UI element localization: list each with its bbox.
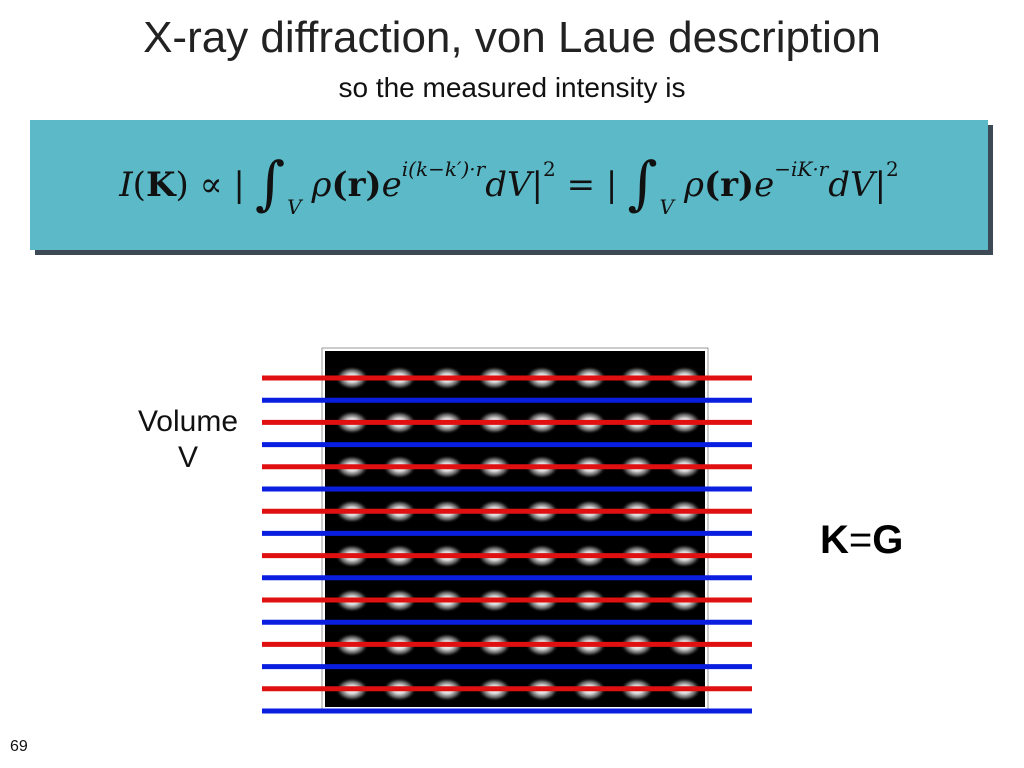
eq-e-2: e [754,165,775,205]
eq-dv-2: dV [828,165,875,205]
integral-sub-1: V [287,195,302,219]
eq-abs-1: | [531,165,544,205]
slide-title: X-ray diffraction, von Laue description [143,13,881,62]
page-number: 69 [10,738,28,755]
eq-exp-1: i(k−k′)·r [401,157,486,181]
eq-r-2: (r) [704,165,755,205]
volume-label: Volume V [118,404,258,476]
eq-paren-close: ) [175,165,189,205]
eq-rho-1: ρ [311,165,332,205]
eq-paren-open: ( [132,165,146,205]
eq-dv-1: dV [485,165,532,205]
eq-rho-2: ρ [684,165,704,205]
eq-K: K [145,165,176,205]
eq-sq-1: 2 [543,157,556,181]
volume-label-word: Volume [137,405,239,438]
eq-propto: ∝ | [199,165,245,205]
k-equals-g-label: K=G [820,518,903,563]
eq-I: I [119,165,133,205]
eq-sq-2: 2 [886,157,899,181]
volume-label-symbol: V [177,441,198,474]
eq-exp-2: −iK·r [774,157,829,181]
integral-sign-2: ∫ [627,149,658,217]
kg-k: K [820,518,849,562]
kg-g: G [872,518,904,562]
eq-abs-2: | [874,165,887,205]
eq-r-1: (r) [331,165,382,205]
eq-equals: = | [566,165,618,205]
slide-subtitle: so the measured intensity is [338,72,686,103]
lattice-planes [262,375,752,714]
integral-sign-1: ∫ [254,149,286,217]
kg-equals: = [848,518,873,562]
integral-sub-2: V [659,195,674,219]
eq-e-1: e [381,165,402,205]
